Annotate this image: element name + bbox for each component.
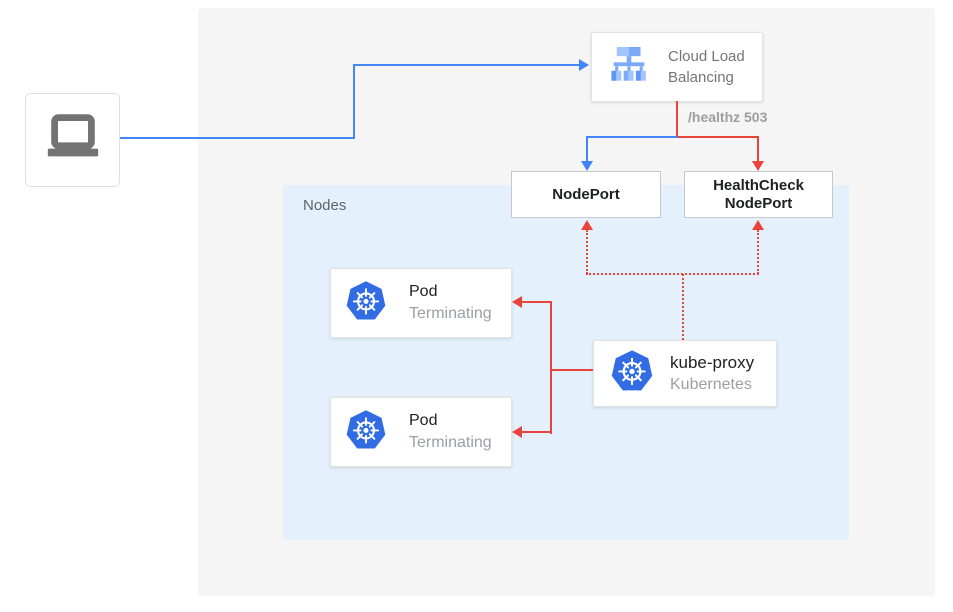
kubeproxy-to-pods-line-v [550, 301, 552, 434]
client-node [25, 93, 120, 187]
kube-proxy-subtitle: Kubernetes [670, 375, 752, 393]
clb-label-line2: Balancing [668, 69, 734, 86]
dotted-to-nodeport-line-v [586, 230, 588, 274]
to-pod2-line-h [521, 431, 551, 433]
nodeport-node: NodePort [511, 171, 661, 218]
healthcheck-nodeport-label-line2: NodePort [724, 194, 793, 212]
laptop-icon [42, 107, 104, 174]
pod-status: Terminating [409, 434, 492, 451]
pod-node-2: Pod Terminating [330, 397, 512, 467]
to-pod2-arrowhead [512, 426, 522, 438]
client-to-clb-line-v [353, 64, 355, 139]
kubeproxy-up-dotted-line [682, 274, 684, 340]
clb-to-hcnp-line-h [676, 136, 759, 138]
pod-title: Pod [409, 283, 438, 300]
client-to-clb-line-h2 [353, 64, 581, 66]
dotted-to-nodeport-arrowhead [581, 220, 593, 230]
clb-to-hcnp-arrowhead [752, 161, 764, 171]
pod-node-1: Pod Terminating [330, 268, 512, 338]
dotted-to-hcnp-arrowhead [752, 220, 764, 230]
client-to-clb-line-h [120, 137, 355, 139]
clb-label-line1: Cloud Load [668, 48, 745, 65]
clb-to-hcnp-line-v [757, 136, 759, 163]
clb-to-nodeport-arrowhead [581, 161, 593, 171]
healthcheck-nodeport-label-line1: HealthCheck [713, 176, 804, 194]
to-pod1-line-h [521, 301, 551, 303]
kubernetes-icon [345, 409, 387, 456]
kubeproxy-dotted-line-h [586, 273, 759, 275]
clb-down-red-line [676, 101, 678, 138]
kube-proxy-title: kube-proxy [670, 352, 755, 372]
healthcheck-nodeport-node: HealthCheck NodePort [684, 171, 833, 218]
client-to-clb-arrowhead [579, 59, 589, 71]
kube-proxy-node: kube-proxy Kubernetes [593, 340, 777, 407]
clb-to-nodeport-line-h [586, 136, 678, 138]
to-pod1-arrowhead [512, 296, 522, 308]
cloud-load-balancing-icon [606, 43, 652, 92]
healthz-503-label: /healthz 503 [688, 109, 768, 125]
kubeproxy-to-pods-line-h [551, 369, 593, 371]
kubernetes-icon [345, 280, 387, 327]
cloud-load-balancing-node: Cloud Load Balancing [591, 32, 763, 102]
dotted-to-hcnp-line-v [757, 230, 759, 274]
nodeport-label: NodePort [552, 185, 620, 203]
pod-status: Terminating [409, 305, 492, 322]
pod-title: Pod [409, 412, 438, 429]
clb-to-nodeport-line-v [586, 136, 588, 163]
nodes-label: Nodes [303, 197, 347, 214]
kubernetes-icon [610, 349, 654, 398]
